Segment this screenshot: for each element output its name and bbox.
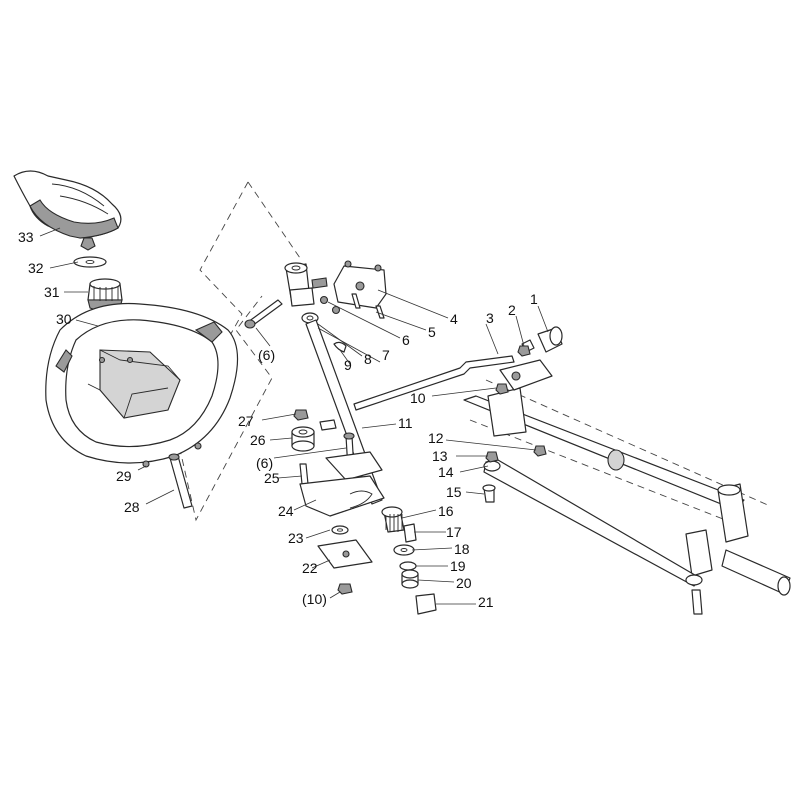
callout-10-ref: (10) [302,591,327,607]
tie-rod [353,355,515,411]
callout-2: 2 [508,302,516,318]
callout-10: 10 [410,390,426,406]
lower-nut [337,583,353,595]
callout-8: 8 [364,351,372,367]
callout-20: 20 [456,575,472,591]
steering-wheel-group-outline [175,181,301,522]
callout-1: 1 [530,291,538,307]
hub-nut [73,237,107,268]
callout-16: 16 [438,503,454,519]
steering-wheel [45,302,239,464]
callout-9: 9 [344,357,352,373]
lower-washer [331,525,349,535]
callout-25: 25 [264,470,280,486]
callout-19: 19 [450,558,466,574]
steering-wheel-cover [13,170,122,239]
front-axle [463,359,791,596]
callout-13: 13 [432,448,448,464]
callout-15: 15 [446,484,462,500]
washer-stack [393,544,437,615]
long-bolt [244,299,283,329]
callout-11: 11 [398,415,413,431]
column-bracket-plate [333,260,387,309]
sector-gear-plate [299,451,385,517]
callout-33: 33 [18,229,34,245]
callout-6-ref-lower: (6) [256,455,273,471]
pinion-gear [381,506,405,533]
callout-23: 23 [288,530,304,546]
callout-29: 29 [116,468,132,484]
callout-4: 4 [450,311,458,327]
wheel-screw [142,442,202,468]
callout-6: 6 [402,332,410,348]
leader-lines [39,227,549,605]
column-top-clamp [284,262,328,307]
callout-30: 30 [56,311,72,327]
callout-12: 12 [428,430,444,446]
callout-28: 28 [124,499,140,515]
callout-27: 27 [238,413,254,429]
clip [333,341,347,353]
ball-joint [521,326,563,353]
gear-pin [403,523,417,543]
callout-32: 32 [28,260,44,276]
callout-26: 26 [250,432,266,448]
callout-14: 14 [438,464,454,480]
axle-nuts [485,345,547,463]
callout-labels: 1 2 3 4 5 6 (6) (6) 7 8 9 10 (10) 11 12 … [18,229,538,610]
callout-18: 18 [454,541,470,557]
callout-17: 17 [446,524,462,540]
callout-24: 24 [278,503,294,519]
callout-3: 3 [486,310,494,326]
bracket-bolts [319,293,385,319]
pivot-bolt [482,484,496,503]
callout-7: 7 [382,347,390,363]
callout-31: 31 [44,284,60,300]
top-nut [293,409,309,421]
callout-6-ref-left: (6) [258,347,275,363]
callout-21: 21 [478,594,494,610]
spacer-bushing [291,426,315,452]
callout-5: 5 [428,324,436,340]
wheel-bolt [168,453,193,509]
mounting-plate [317,539,373,569]
callout-22: 22 [302,560,318,576]
